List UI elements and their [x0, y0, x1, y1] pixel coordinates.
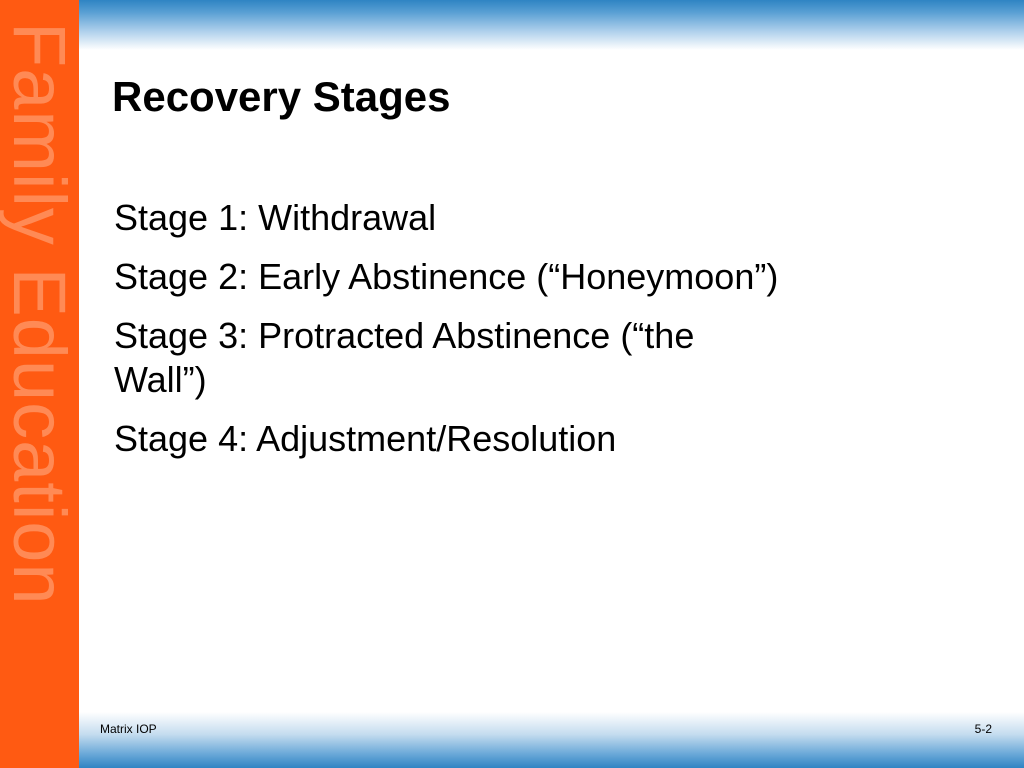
top-gradient-band	[0, 0, 1024, 50]
side-bar: Family Education	[0, 0, 79, 768]
stage-item-1: Stage 1: Withdrawal	[114, 197, 437, 238]
side-bar-label: Family Education	[0, 22, 79, 606]
slide-title: Recovery Stages	[112, 73, 451, 120]
stage-item-2: Stage 2: Early Abstinence (“Honeymoon”)	[114, 256, 779, 297]
stage-list: Stage 1: Withdrawal Stage 2: Early Absti…	[114, 196, 794, 476]
stage-item-4: Stage 4: Adjustment/Resolution	[114, 418, 617, 459]
bottom-gradient-band	[0, 712, 1024, 768]
footer-left-label: Matrix IOP	[100, 722, 157, 736]
slide-number: 5-2	[974, 722, 992, 736]
stage-item-3: Stage 3: Protracted Abstinence (“the Wal…	[114, 315, 695, 400]
